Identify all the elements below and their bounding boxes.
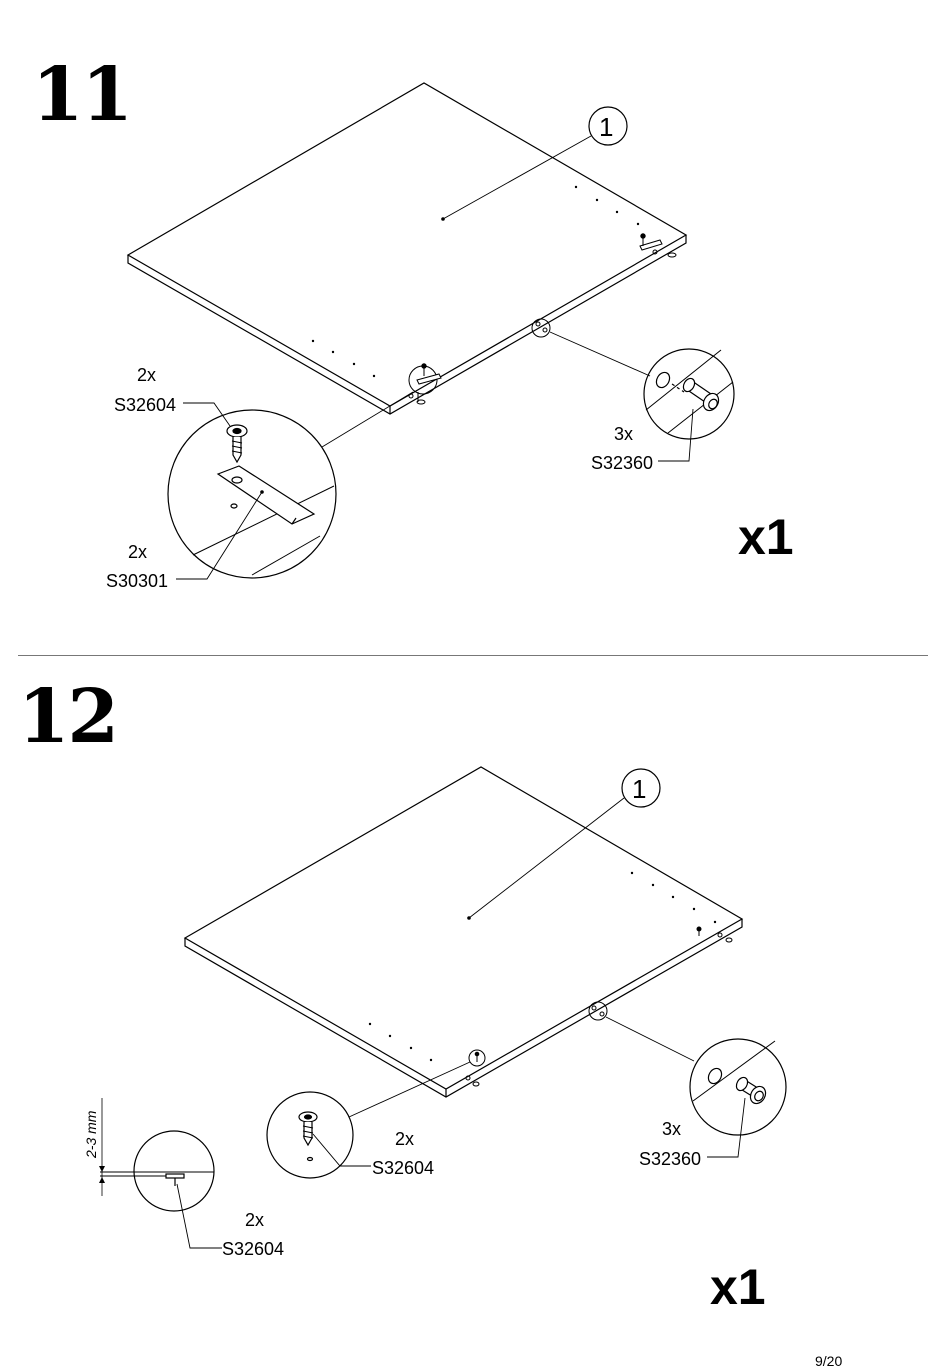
step-11-plate-qty: 2x bbox=[128, 542, 148, 562]
step-11-number: 11 bbox=[32, 52, 133, 138]
step-11-panel bbox=[126, 82, 688, 415]
step-12-hole-dots bbox=[368, 871, 717, 1062]
step-12-detail-screw bbox=[266, 1061, 471, 1179]
step-12-panel-hardware bbox=[465, 926, 733, 1087]
step-12-quantity: x1 bbox=[710, 1259, 766, 1315]
step-11-panel-hardware bbox=[408, 233, 677, 405]
step-11-callout-text: 1 bbox=[599, 112, 613, 142]
step-11-detail-bracket bbox=[167, 391, 414, 580]
step-12-callout-text: 1 bbox=[632, 774, 646, 804]
step-12-detail-dowel bbox=[605, 1016, 787, 1158]
step-11-screw-qty: 2x bbox=[137, 365, 157, 385]
step-11-quantity: x1 bbox=[738, 509, 794, 565]
step-divider bbox=[18, 655, 928, 656]
step-11-panel-callout: 1 bbox=[441, 106, 628, 221]
step-12-screw-qty: 2x bbox=[395, 1129, 415, 1149]
page-number: 9/20 bbox=[815, 1353, 843, 1369]
step-12-detail-leveler bbox=[99, 1098, 222, 1249]
step-11-screw-code: S32604 bbox=[114, 395, 177, 415]
step-12-dowel-qty: 3x bbox=[662, 1119, 682, 1139]
step-11-dowel-code: S32360 bbox=[591, 453, 654, 473]
step-12-panel bbox=[183, 766, 744, 1098]
step-11-hole-dots bbox=[311, 185, 640, 378]
step-11-plate-code: S30301 bbox=[106, 571, 169, 591]
step-12-level-screw-code: S32604 bbox=[222, 1239, 285, 1259]
step-12-screw-code: S32604 bbox=[372, 1158, 435, 1178]
step-12-dowel-code: S32360 bbox=[639, 1149, 702, 1169]
step-12-level-screw-qty: 2x bbox=[245, 1210, 265, 1230]
step-11-detail-dowel bbox=[549, 331, 735, 462]
step-12-panel-callout: 1 bbox=[467, 768, 661, 920]
step-11-dowel-qty: 3x bbox=[614, 424, 634, 444]
step-12-number: 12 bbox=[18, 674, 119, 760]
